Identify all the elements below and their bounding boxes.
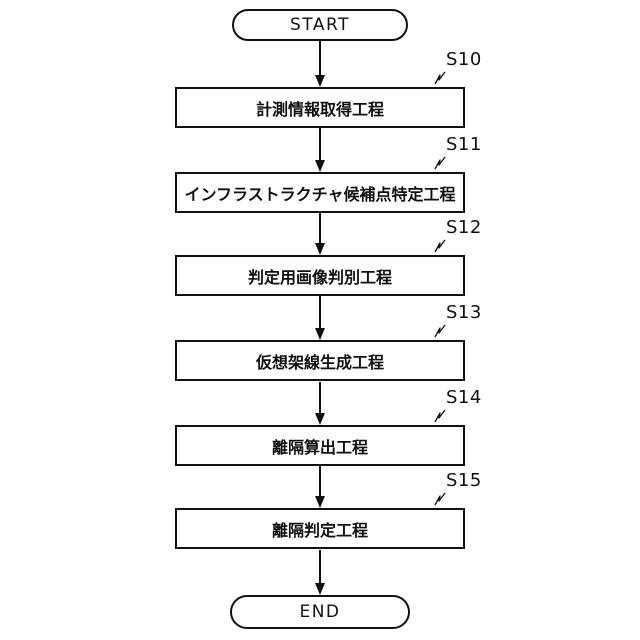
arrow-head-icon — [315, 243, 325, 255]
leader-squiggle-icon — [434, 239, 446, 253]
arrow-head-icon — [315, 160, 325, 172]
arrow-head-icon — [315, 328, 325, 340]
process-box: 離隔算出工程 — [175, 425, 465, 466]
leader-squiggle-icon — [434, 324, 446, 338]
step-id-label: S15 — [446, 470, 482, 491]
down-arrow — [315, 296, 325, 340]
arrow-shaft — [319, 41, 321, 75]
down-arrow — [315, 466, 325, 508]
arrow-head-icon — [315, 413, 325, 425]
start-terminal: START — [232, 9, 408, 41]
down-arrow — [315, 128, 325, 172]
arrow-shaft — [319, 128, 321, 160]
down-arrow — [315, 41, 325, 87]
arrow-head-icon — [315, 583, 325, 595]
arrow-shaft — [319, 382, 321, 413]
arrow-shaft — [319, 296, 321, 328]
down-arrow — [315, 382, 325, 425]
step-id-label: S13 — [446, 302, 482, 323]
process-box: インフラストラクチャ候補点特定工程 — [175, 172, 465, 213]
step-id-label: S14 — [446, 387, 482, 408]
step-id-label: S11 — [446, 134, 482, 155]
leader-squiggle-icon — [434, 409, 446, 423]
down-arrow — [315, 550, 325, 595]
leader-squiggle-icon — [434, 71, 446, 85]
arrow-shaft — [319, 550, 321, 583]
arrow-head-icon — [315, 496, 325, 508]
arrow-shaft — [319, 212, 321, 243]
leader-squiggle-icon — [434, 492, 446, 506]
process-box: 計測情報取得工程 — [175, 87, 465, 128]
down-arrow — [315, 212, 325, 255]
step-id-label: S12 — [446, 217, 482, 238]
process-box: 離隔判定工程 — [175, 508, 465, 549]
arrow-head-icon — [315, 75, 325, 87]
leader-squiggle-icon — [434, 156, 446, 170]
arrow-shaft — [319, 466, 321, 496]
process-box: 仮想架線生成工程 — [175, 340, 465, 381]
end-terminal: END — [230, 595, 410, 629]
step-id-label: S10 — [446, 49, 482, 70]
process-box: 判定用画像判別工程 — [175, 255, 465, 296]
